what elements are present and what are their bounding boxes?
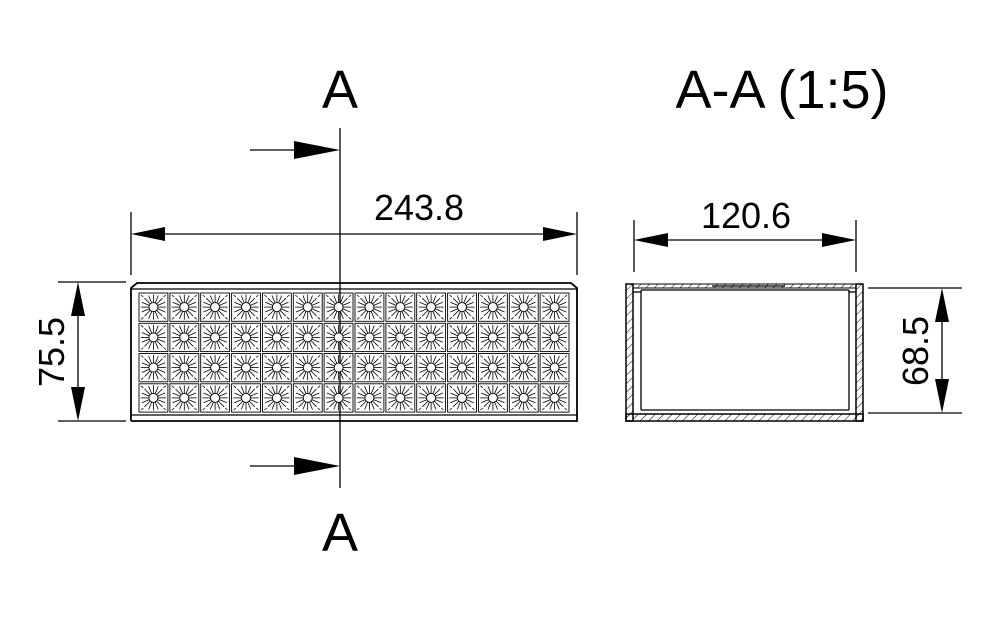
pattern-cell (200, 353, 231, 383)
section-label-top: A (322, 60, 358, 120)
pattern-cell (231, 383, 261, 413)
pattern-cell (138, 292, 169, 322)
height-dimension-value: 75.5 (31, 317, 72, 387)
pattern-cell (323, 353, 354, 383)
pattern-cell (385, 383, 416, 413)
pattern-cell (231, 292, 261, 322)
pattern-cell (138, 322, 169, 353)
pattern-cell (231, 322, 261, 353)
width-dimension-value: 243.8 (374, 187, 464, 228)
pattern-cell (447, 292, 477, 322)
pattern-cell (169, 383, 200, 413)
section-height-value: 68.5 (895, 316, 936, 386)
pattern-cell (138, 353, 169, 383)
pattern-cell (323, 292, 354, 322)
front-view: A A 243.8 75.5 (31, 60, 578, 563)
pattern-cell (292, 292, 323, 322)
pattern-cell (539, 383, 570, 413)
pattern-cell (539, 322, 570, 353)
pattern-cell (477, 353, 508, 383)
section-arrow-top (250, 141, 340, 159)
pattern-cell (200, 383, 231, 413)
pattern-cell (138, 383, 169, 413)
pattern-cell (508, 353, 539, 383)
pattern-cell (261, 292, 292, 322)
pattern-cell (416, 353, 447, 383)
pattern-cell (416, 383, 447, 413)
pattern-cell (539, 353, 570, 383)
pattern-cell (292, 353, 323, 383)
pattern-cell (477, 383, 508, 413)
section-width-dimension: 120.6 (633, 195, 857, 272)
section-label-bottom: A (322, 503, 358, 563)
pattern-cell (261, 322, 292, 353)
pattern-cell (231, 353, 261, 383)
pattern-cell (323, 322, 354, 353)
pattern-cell (200, 322, 231, 353)
section-height-dimension: 68.5 (868, 287, 962, 414)
pattern-cell (508, 322, 539, 353)
pattern-cell (416, 292, 447, 322)
pattern-cell (477, 322, 508, 353)
section-width-value: 120.6 (701, 195, 791, 236)
section-view-title: A-A (1:5) (675, 60, 888, 120)
pattern-cell (323, 383, 354, 413)
pattern-cell (292, 322, 323, 353)
width-dimension: 243.8 (130, 187, 578, 275)
pattern-cell (261, 353, 292, 383)
section-arrow-bottom (250, 457, 340, 475)
height-dimension: 75.5 (31, 281, 126, 422)
pattern-cell (539, 292, 570, 322)
pattern-cell (508, 383, 539, 413)
pattern-cell (292, 383, 323, 413)
section-view: A-A (1:5) 120.6 68.5 (625, 60, 962, 422)
pattern-cell (354, 383, 385, 413)
ventilation-pattern-grid (138, 292, 570, 413)
pattern-cell (447, 383, 477, 413)
pattern-cell (385, 353, 416, 383)
section-walls (625, 283, 864, 422)
pattern-cell (169, 292, 200, 322)
pattern-cell (354, 353, 385, 383)
pattern-cell (416, 322, 447, 353)
pattern-cell (169, 353, 200, 383)
pattern-cell (447, 322, 477, 353)
pattern-cell (447, 353, 477, 383)
pattern-cell (385, 292, 416, 322)
pattern-cell (385, 322, 416, 353)
front-outline (130, 282, 578, 422)
pattern-cell (354, 292, 385, 322)
pattern-cell (354, 322, 385, 353)
pattern-cell (169, 322, 200, 353)
pattern-cell (261, 383, 292, 413)
pattern-cell (508, 292, 539, 322)
pattern-cell (200, 292, 231, 322)
pattern-cell (477, 292, 508, 322)
